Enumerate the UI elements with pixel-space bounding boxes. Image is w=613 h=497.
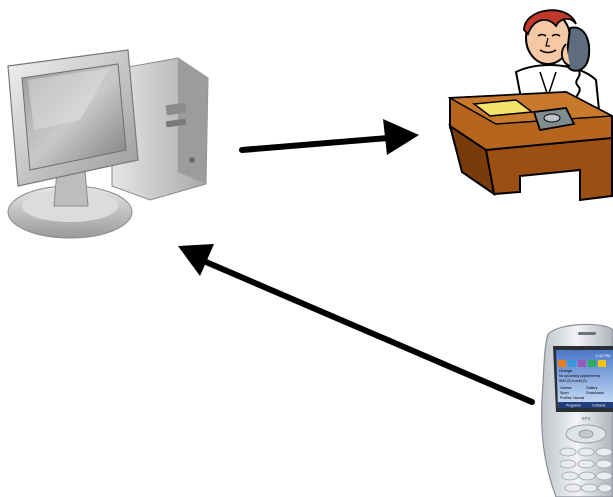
computer-node bbox=[7, 49, 209, 239]
edge-mobile-to-computer bbox=[178, 244, 535, 405]
edge-computer-to-office bbox=[239, 119, 419, 155]
mobile-node: 2:42 PM Orange No upcoming appointments … bbox=[541, 323, 613, 497]
arrowhead-right-icon bbox=[383, 119, 419, 155]
phone-menu-item: Sport bbox=[560, 391, 569, 395]
phone-screen-line1: No upcoming appointments bbox=[559, 374, 601, 378]
phone-menu-item: Gallery bbox=[586, 386, 598, 390]
phone-menu-item: Games bbox=[560, 386, 572, 390]
person-on-phone-at-desk-icon bbox=[447, 9, 613, 202]
phone-screen-line2: SMS (0) e-mail (0) bbox=[559, 379, 587, 383]
phone-softkey-left: Programs bbox=[566, 404, 581, 408]
desktop-computer-icon bbox=[7, 49, 209, 239]
office-node bbox=[447, 9, 613, 202]
arrowhead-left-icon bbox=[178, 244, 214, 276]
phone-brand: SPV bbox=[581, 416, 590, 421]
phone-menu-item: Profiles: Normal bbox=[560, 396, 584, 400]
smartphone-icon: 2:42 PM Orange No upcoming appointments … bbox=[541, 323, 613, 497]
phone-screen-time: 2:42 PM bbox=[596, 353, 611, 358]
phone-screen-carrier: Orange bbox=[559, 368, 573, 373]
phone-menu-item: Downloads bbox=[586, 391, 604, 395]
phone-softkey-right: Contacts bbox=[592, 404, 606, 408]
